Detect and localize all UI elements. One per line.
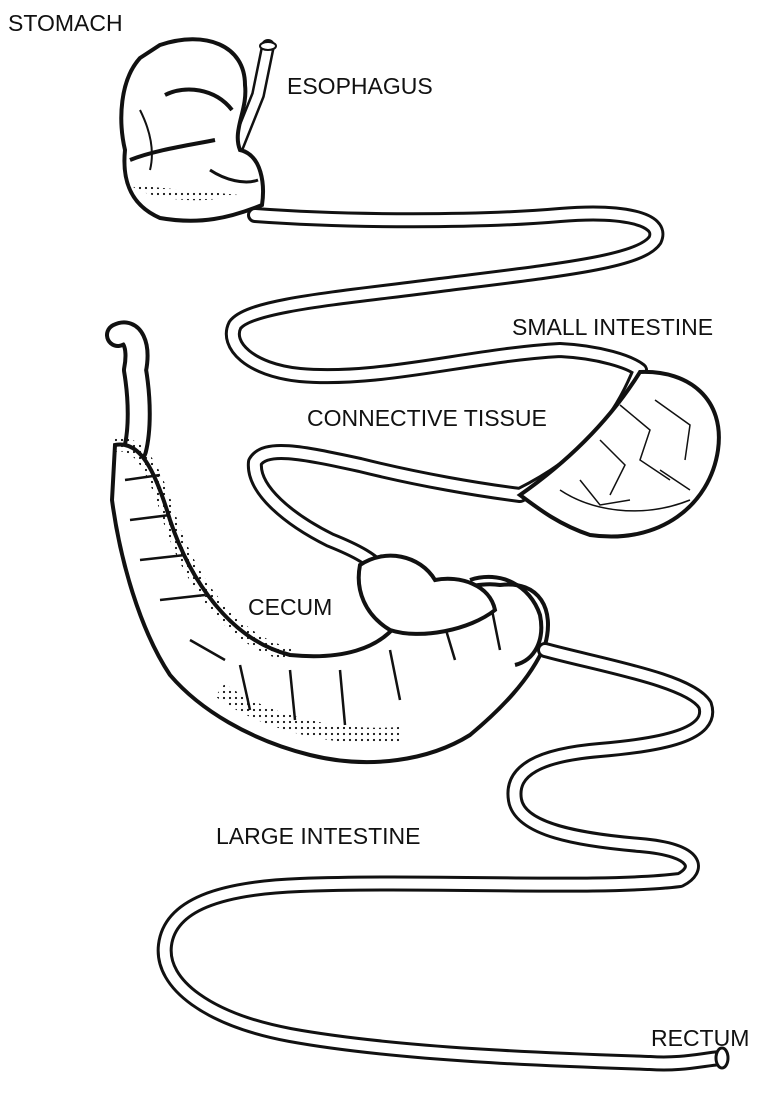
stomach-label: STOMACH xyxy=(8,12,123,35)
cecum-label: CECUM xyxy=(248,596,332,619)
small-intestine-label: SMALL INTESTINE xyxy=(512,316,713,339)
esophagus-label: ESOPHAGUS xyxy=(287,75,433,98)
rectum-organ xyxy=(716,1048,728,1068)
connective-tissue-label: CONNECTIVE TISSUE xyxy=(307,407,547,430)
rectum-label: RECTUM xyxy=(651,1027,749,1050)
large-intestine-label: LARGE INTESTINE xyxy=(216,825,420,848)
